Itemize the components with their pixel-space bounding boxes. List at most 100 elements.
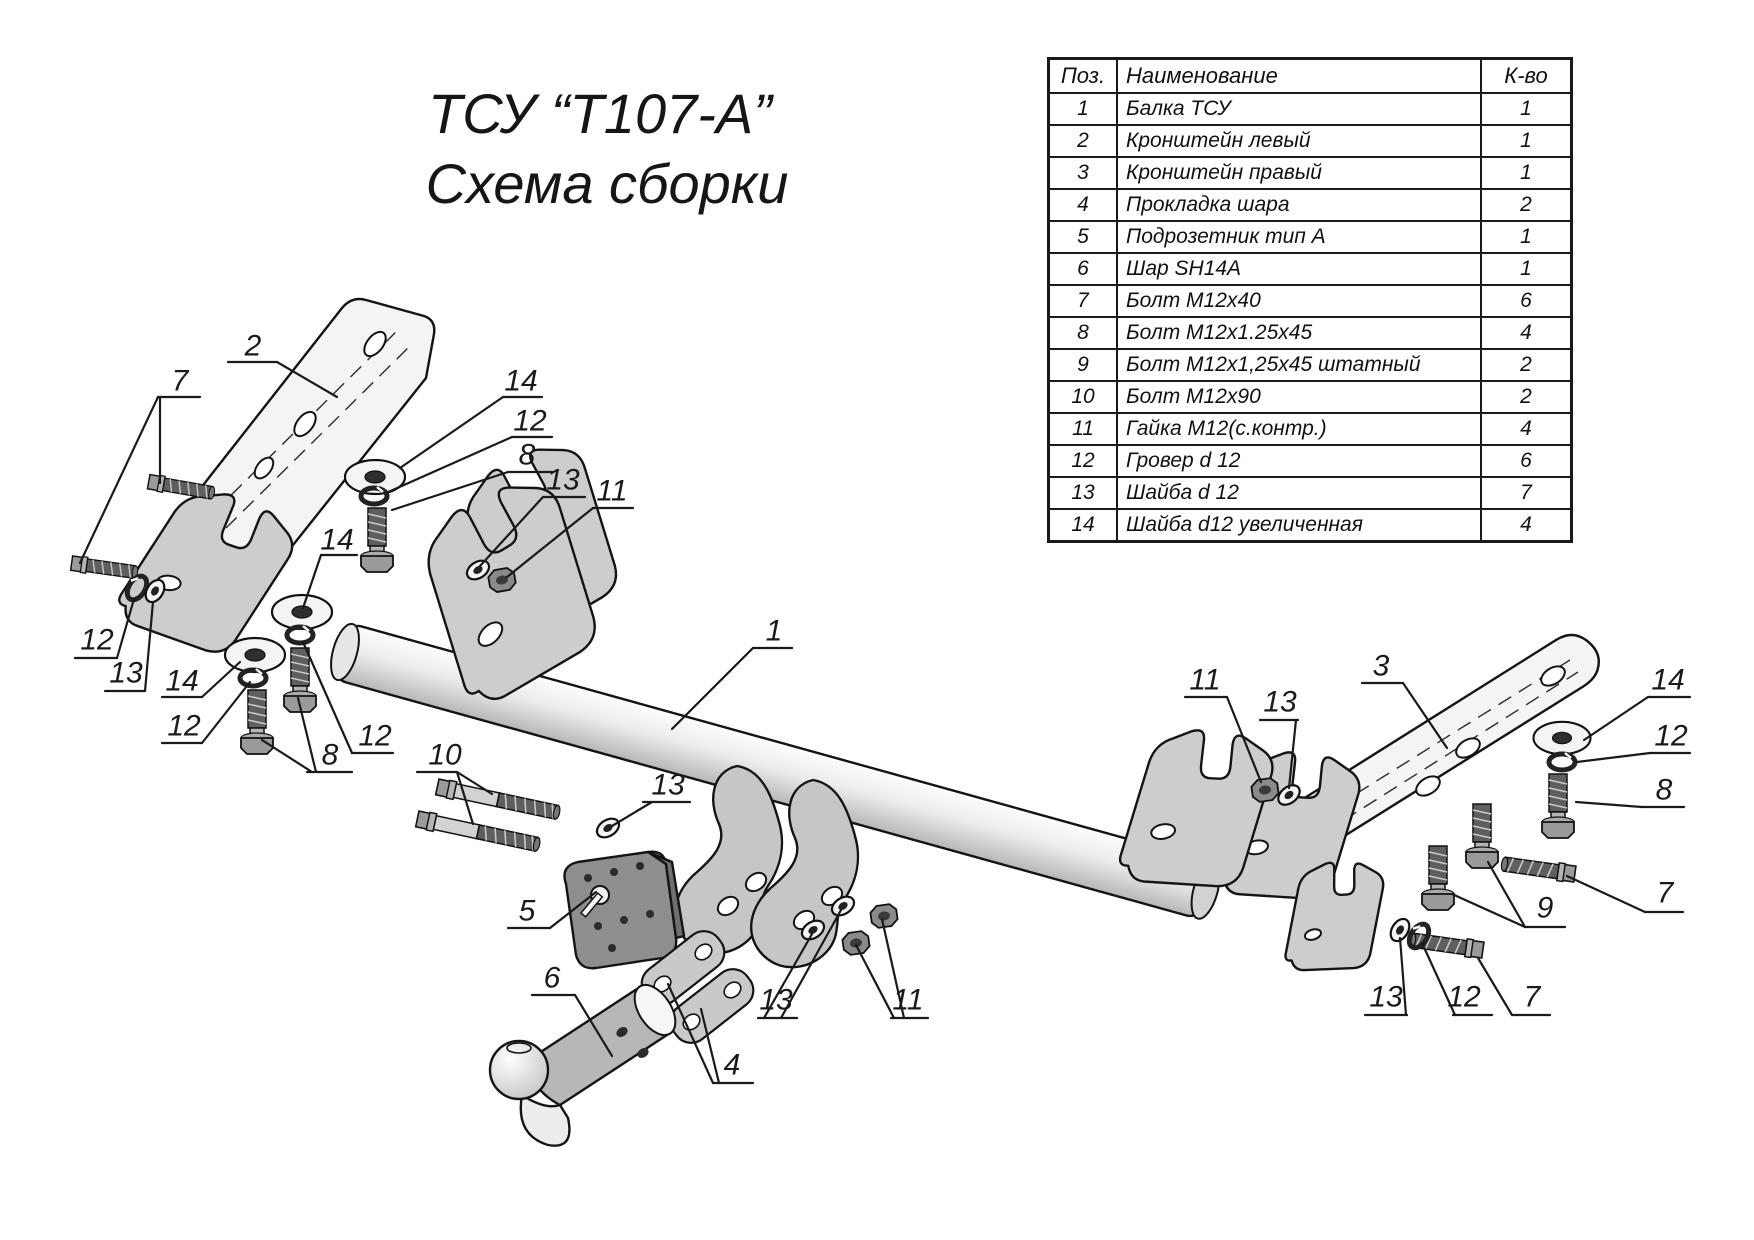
ball-hitch [488, 983, 677, 1147]
bolt-vertical [1541, 773, 1575, 839]
callout-leader [610, 800, 654, 828]
spring-washer [287, 626, 313, 643]
callout-label: 9 [1537, 892, 1554, 925]
callout-label: 14 [1651, 664, 1684, 697]
callout-leader [275, 360, 339, 399]
callout-label: 13 [1369, 981, 1403, 1014]
callout-leader [478, 495, 545, 568]
callout-leader [1401, 681, 1449, 750]
callout-leader [699, 1007, 721, 1085]
callout-leader [1287, 718, 1298, 790]
callout-leader [301, 553, 323, 610]
bolt-vertical [360, 507, 394, 573]
callout-leader [398, 395, 505, 470]
table-cell: 2 [1480, 380, 1573, 414]
callout-leader [1420, 941, 1457, 1017]
drawing-title-line2: Схема сборки [426, 152, 789, 215]
callout-leader [779, 908, 843, 1020]
bolt-long [414, 809, 543, 855]
bolt-vertical [1465, 803, 1499, 869]
table-cell: Шар SH14A [1116, 252, 1482, 286]
drawing-title-line1: ТСУ “Т107-А” [428, 82, 774, 145]
table-cell: 2 [1047, 124, 1118, 158]
callout-label: 12 [80, 624, 114, 657]
callout-label: 2 [244, 330, 262, 363]
table-cell: 9 [1047, 348, 1118, 382]
callout-label: 13 [759, 984, 793, 1017]
hex-nut [840, 929, 872, 957]
callout-label: 11 [596, 475, 627, 508]
table-cell: Гровер d 12 [1116, 444, 1482, 478]
callout-leader [573, 993, 614, 1058]
spring-washer [240, 669, 266, 686]
callout-label: 12 [1654, 720, 1688, 753]
callout-leader [390, 470, 510, 512]
bolt-horizontal [1500, 855, 1576, 883]
table-cell: Болт М12х1.25х45 [1116, 316, 1482, 350]
callout-label: 4 [724, 1049, 741, 1082]
table-cell: 2 [1480, 188, 1573, 222]
callout-leader [854, 943, 896, 1020]
callout-label: 12 [358, 720, 392, 753]
table-cell: 1 [1480, 124, 1573, 158]
table-cell: 2 [1480, 348, 1573, 382]
table-cell: Болт М12х40 [1116, 284, 1482, 318]
callout-label: 8 [1656, 774, 1673, 807]
callout-leader [1486, 860, 1527, 929]
table-cell: 6 [1480, 284, 1573, 318]
callout-leader [143, 600, 155, 693]
table-cell: 8 [1047, 316, 1118, 350]
table-cell: 12 [1047, 444, 1118, 478]
callout-label: 13 [109, 657, 143, 690]
callout-leader [78, 395, 160, 565]
callout-leader [455, 770, 494, 796]
col-header-name: Наименование [1116, 57, 1482, 94]
callout-label: 6 [544, 962, 561, 995]
table-cell: 14 [1047, 508, 1118, 543]
callout-leader [200, 680, 252, 745]
table-cell: 11 [1047, 412, 1118, 446]
table-cell: 4 [1480, 412, 1573, 446]
callout-label: 1 [766, 615, 783, 648]
callout-label: 3 [1373, 650, 1390, 683]
callout-leader [115, 597, 136, 660]
table-cell: 1 [1480, 156, 1573, 190]
table-cell: Кронштейн левый [1116, 124, 1482, 158]
callout-label: 5 [519, 895, 536, 928]
table-cell: 3 [1047, 156, 1118, 190]
table-cell: 1 [1480, 92, 1573, 126]
col-header-position: Поз. [1047, 57, 1118, 94]
callout-leader [1476, 956, 1514, 1017]
callout-leader [1575, 751, 1652, 764]
table-cell: 7 [1047, 284, 1118, 318]
table-cell: 7 [1480, 476, 1573, 510]
callout-label: 14 [504, 365, 537, 398]
callout-label: 7 [172, 365, 190, 398]
table-cell: Болт М12х1,25х45 штатный [1116, 348, 1482, 382]
table-header-row: Поз. Наименование К-во [1047, 57, 1573, 94]
callout-leader [1225, 695, 1263, 784]
table-cell: Кронштейн правый [1116, 156, 1482, 190]
table-cell: Шайба d 12 [1116, 476, 1482, 510]
table-cell: Прокладка шара [1116, 188, 1482, 222]
callout-label: 7 [1524, 981, 1542, 1014]
table-cell: Шайба d12 увеличенная [1116, 508, 1482, 543]
callout-label: 14 [320, 524, 353, 557]
spring-washer [361, 487, 387, 504]
callout-label: 10 [428, 739, 462, 772]
callout-leader [1565, 874, 1647, 914]
bolt-long [434, 777, 563, 823]
callout-leader [455, 770, 475, 826]
callout-leader [1574, 800, 1644, 809]
